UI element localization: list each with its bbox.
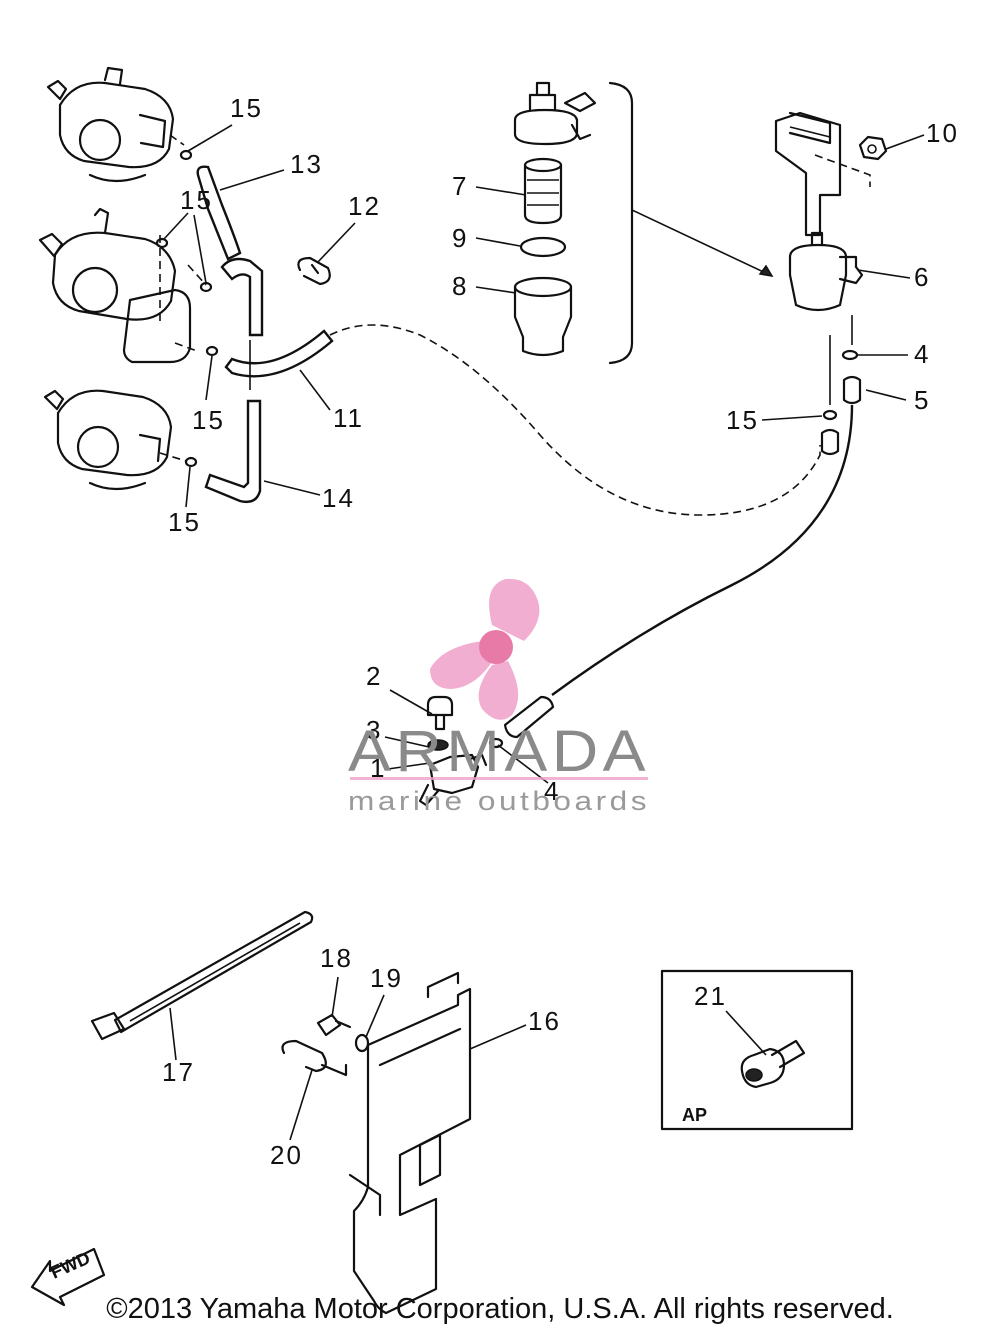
callout-7: 7: [452, 171, 468, 201]
fuel-filter-6: [788, 231, 864, 312]
callout-9: 9: [452, 223, 468, 253]
callout-21: 21: [694, 981, 727, 1011]
callout-labels: 15 13 15 12 15 11 14 15 7 9 8 10 6 4 5 1…: [162, 93, 959, 1170]
callout-6: 6: [914, 262, 930, 292]
fuel-line-lower: [551, 404, 854, 696]
clamp-12: [297, 256, 331, 286]
callout-3: 3: [366, 715, 382, 745]
armada-watermark: ARMADA marine outboards: [348, 578, 650, 816]
joint-15: [820, 409, 840, 456]
o-ring-9: [519, 236, 567, 258]
washer-3: [427, 739, 449, 751]
callout-15-lower: 15: [192, 405, 225, 435]
callout-19: 19: [370, 963, 403, 993]
ap-label: AP: [682, 1105, 707, 1125]
filter-cup-8: [513, 276, 573, 357]
callout-12: 12: [348, 191, 381, 221]
bolt-2: [426, 695, 454, 731]
callout-2: 2: [366, 661, 382, 691]
callout-20: 20: [270, 1140, 303, 1170]
hose-connector: [220, 257, 264, 337]
hose-11: [224, 329, 334, 378]
callout-8: 8: [452, 271, 468, 301]
nut-10: [858, 135, 888, 161]
callout-11: 11: [333, 403, 364, 433]
hose-short: [503, 695, 555, 739]
callout-17: 17: [162, 1057, 195, 1087]
carburetor-bottom: [43, 389, 187, 491]
union-bolt-21: [740, 1039, 806, 1089]
callout-15-top: 15: [230, 93, 263, 123]
watermark-brand: ARMADA: [348, 719, 650, 784]
fwd-label: FWD: [47, 1248, 93, 1283]
callout-4-bottom: 4: [544, 776, 560, 806]
callout-16: 16: [528, 1006, 561, 1036]
callout-15-middle: 15: [180, 185, 213, 215]
leader-lines: [163, 124, 925, 1141]
watermark-tagline: marine outboards: [348, 786, 650, 816]
callout-4-top: 4: [914, 339, 930, 369]
hose-13: [196, 165, 242, 261]
clip-4-top: [841, 349, 859, 361]
bracket-16: [348, 971, 472, 1315]
clamp-20: [281, 1039, 348, 1077]
fuel-line-main: [329, 324, 821, 516]
washer-19: [354, 1033, 370, 1053]
clip-4-bottom: [488, 737, 504, 749]
callout-14: 14: [322, 483, 355, 513]
hose-14: [204, 399, 262, 504]
callout-1: 1: [370, 753, 386, 783]
copyright-notice: ©2013 Yamaha Motor Corporation, U.S.A. A…: [106, 1293, 894, 1325]
callout-18: 18: [320, 943, 353, 973]
bolt-18: [316, 1013, 352, 1037]
filter-bracket: [774, 111, 842, 237]
filter-cap-top: [513, 81, 597, 146]
callout-15-bottom: 15: [168, 507, 201, 537]
callout-5: 5: [914, 385, 930, 415]
propeller-logo-icon: [430, 578, 540, 720]
callout-13: 13: [290, 149, 323, 179]
group-bracket: [608, 81, 634, 365]
callout-15-right: 15: [726, 405, 759, 435]
clip-parts-15: [155, 149, 219, 468]
callout-10: 10: [926, 118, 959, 148]
ap-inset: 21 AP: [660, 969, 854, 1131]
filter-element-7: [523, 157, 563, 225]
carburetor-middle: [38, 207, 207, 364]
joint-5: [842, 375, 862, 405]
carburetor-top: [46, 66, 185, 183]
tie-band-17: [90, 910, 314, 1041]
